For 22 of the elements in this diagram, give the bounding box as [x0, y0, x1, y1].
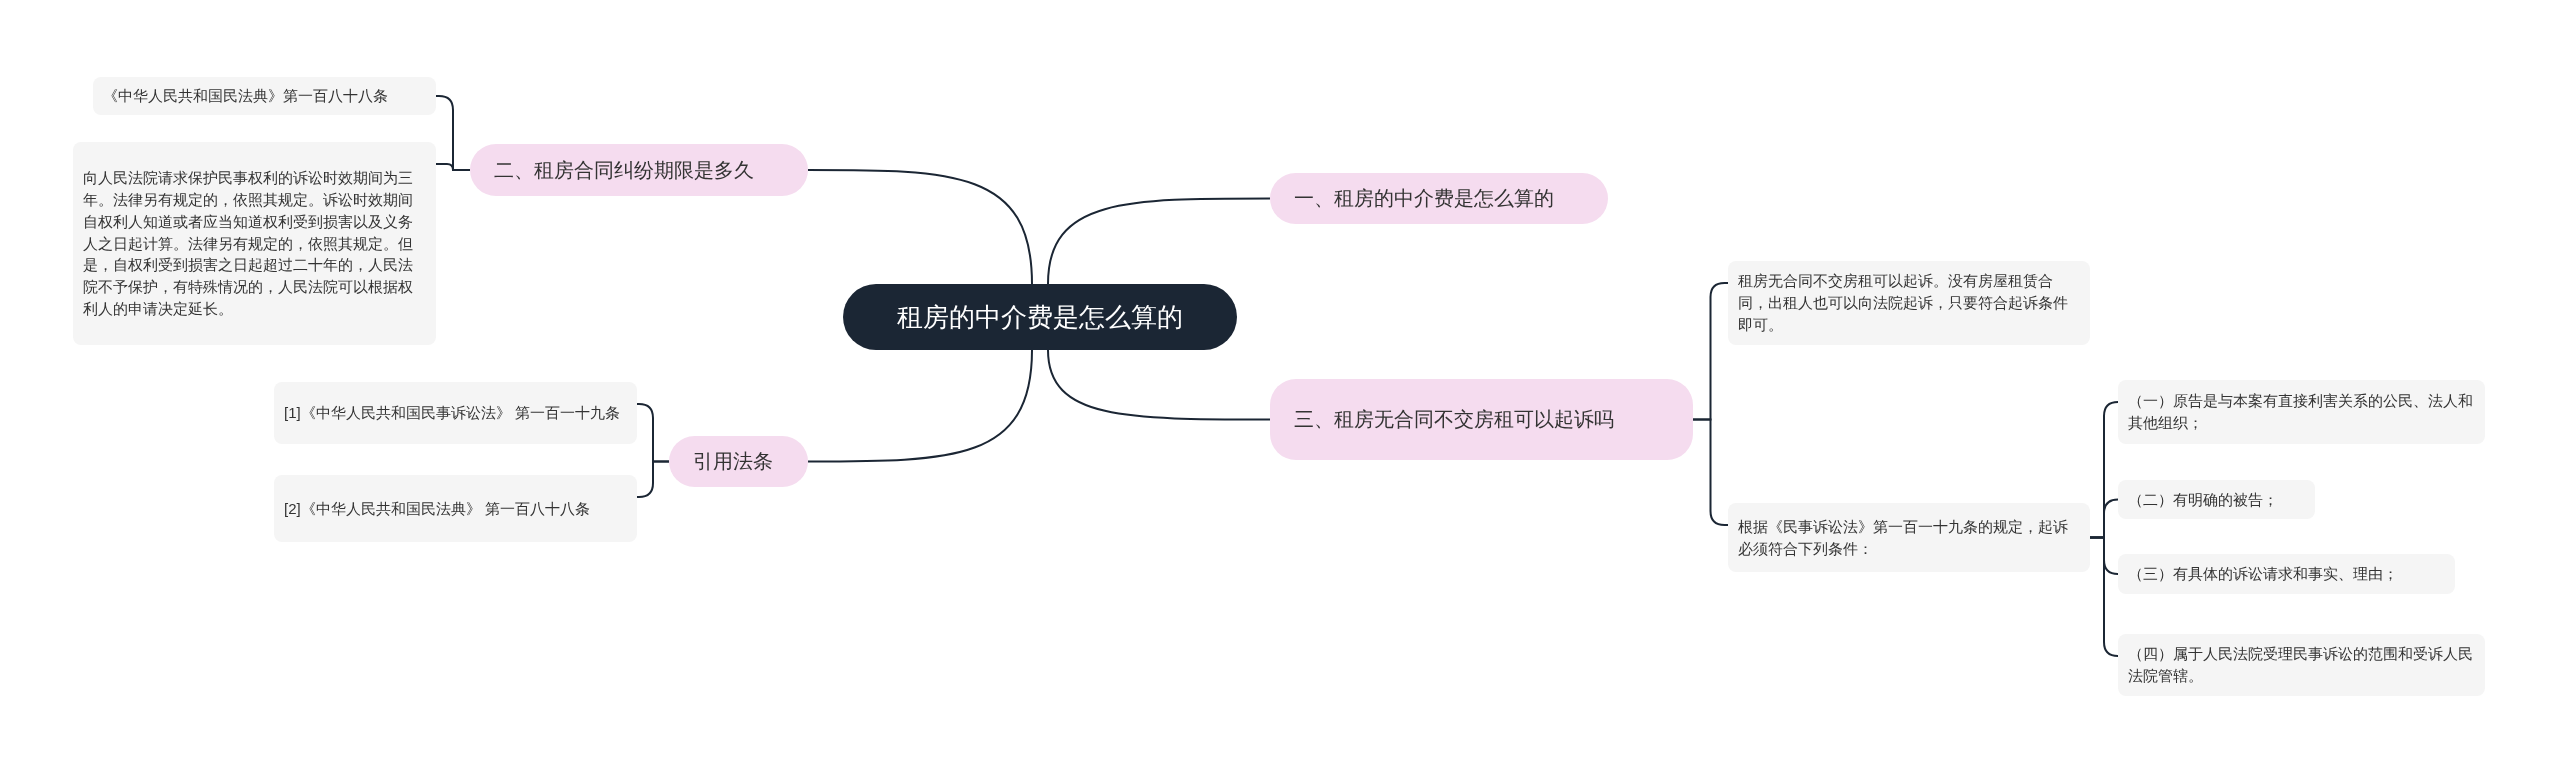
branch-topic: 一、租房的中介费是怎么算的 — [1270, 173, 1608, 224]
note-box: （四）属于人民法院受理民事诉讼的范围和受诉人民法院管辖。 — [2118, 634, 2485, 696]
connector-line — [2089, 536, 2119, 657]
note-box: 租房无合同不交房租可以起诉。没有房屋租赁合同，出租人也可以向法院起诉，只要符合起诉条件即可。 — [1728, 261, 2090, 345]
branch-topic: 三、租房无合同不交房租可以起诉吗 — [1270, 379, 1693, 460]
note-box: （二）有明确的被告； — [2118, 480, 2315, 519]
connector-line — [636, 460, 670, 498]
note-box: 根据《民事诉讼法》第一百一十九条的规定，起诉必须符合下列条件： — [1728, 503, 2090, 572]
note-box: （一）原告是与本案有直接利害关系的公民、法人和其他组织； — [2118, 380, 2485, 444]
note-box: （三）有具体的诉讼请求和事实、理由； — [2118, 554, 2455, 594]
branch-topic: 二、租房合同纠纷期限是多久 — [470, 144, 808, 196]
note-box: [2]《中华人民共和国民法典》 第一百八十八条 — [274, 475, 637, 542]
connector-line — [807, 169, 1033, 285]
note-box: [1]《中华人民共和国民事诉讼法》 第一百一十九条 — [274, 382, 637, 444]
connector-line — [1047, 197, 1271, 285]
central-topic: 租房的中介费是怎么算的 — [843, 284, 1237, 350]
branch-topic: 引用法条 — [669, 436, 808, 487]
note-box: 向人民法院请求保护民事权利的诉讼时效期间为三年。法律另有规定的，依照其规定。诉讼时效期间自权利人知道或者应当知道权利受到损害以及义务人之日起计算。法律另有规定的，依照其规定。但是，自权利受到损害之日起超过二十年的，人民法院不予保护，有特殊情况的，人民法院可以根据权利人的申请决定延长。 — [73, 142, 436, 345]
note-box: 《中华人民共和国民法典》第一百八十八条 — [93, 77, 436, 115]
connector-line — [1047, 349, 1271, 421]
connector-line — [435, 163, 471, 171]
connector-line — [807, 349, 1033, 463]
